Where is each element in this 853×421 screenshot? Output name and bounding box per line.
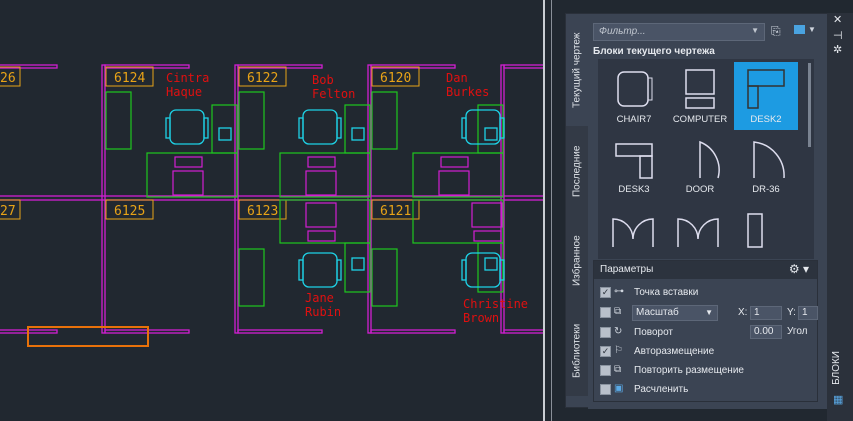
scrollbar[interactable] <box>808 63 811 147</box>
insertion-point-checkbox[interactable]: ✓ <box>600 286 611 298</box>
block-desk3[interactable]: DESK3 <box>602 132 666 200</box>
autoplace-label: Авторазмещение <box>634 345 715 357</box>
scale-icon: ⧉ <box>614 306 622 317</box>
y-scale-input[interactable]: 1 <box>798 306 818 320</box>
name-last: Felton <box>312 87 355 101</box>
tab-libraries[interactable]: Библиотеки <box>566 306 588 396</box>
repeat-label: Повторить размещение <box>634 364 744 376</box>
repeat-icon: ⧉ <box>614 364 622 375</box>
block-door[interactable]: DOOR <box>668 132 732 200</box>
explode-label: Расчленить <box>634 383 689 395</box>
walls <box>0 64 545 334</box>
gear-icon[interactable]: ⚙ ▾ <box>788 262 809 276</box>
name-last: Haque <box>166 85 202 99</box>
scale-mode-value: Масштаб <box>636 307 679 318</box>
block-label: CHAIR7 <box>616 114 652 125</box>
blocks-palette: Текущий чертеж Последние Избранное Библи… <box>565 13 828 409</box>
blocks-icon: ▦ <box>833 394 844 406</box>
block-label: DESK2 <box>750 114 782 125</box>
autoplace-icon: ⚐ <box>614 345 623 356</box>
desks <box>105 91 504 307</box>
viewport-divider <box>543 0 545 421</box>
autoplace-checkbox[interactable]: ✓ <box>600 345 611 357</box>
chair-icon <box>617 71 653 107</box>
room-label: 6124 <box>114 71 145 86</box>
block-computer[interactable]: COMPUTER <box>668 62 732 130</box>
drawing-canvas[interactable]: 26 6124 6122 6120 27 6125 6123 6121 Cint… <box>0 0 545 421</box>
room-label: 6123 <box>247 204 278 219</box>
door-icon <box>753 141 785 179</box>
desk-icon <box>615 143 653 179</box>
parameters-panel: Параметры⚙ ▾ ✓⊶Точка вставки ⧉ Масштаб▼ … <box>593 260 818 402</box>
viewport-divider <box>551 0 552 421</box>
employee-names: Cintra Haque Bob Felton Dan Burkes Jane … <box>166 71 528 325</box>
section-title: Блоки текущего чертежа <box>593 46 715 57</box>
room-label: 6125 <box>114 204 145 219</box>
scale-dropdown[interactable]: Масштаб ▼ <box>632 305 718 321</box>
angle-label: Угол <box>787 326 808 337</box>
chevron-down-icon[interactable]: ▼ <box>751 26 759 35</box>
name-first: Bob <box>312 73 334 87</box>
tab-current-drawing[interactable]: Текущий чертеж <box>566 14 588 126</box>
chevron-down-icon[interactable]: ▼ <box>808 25 816 34</box>
x-scale-input[interactable]: 1 <box>750 306 782 320</box>
name-last: Rubin <box>305 305 341 319</box>
palette-side-title: БЛОКИ <box>831 351 842 385</box>
desk-icon <box>747 69 785 109</box>
room-labels: 26 6124 6122 6120 27 6125 6123 6121 <box>0 66 420 220</box>
more-blocks-preview <box>612 213 763 248</box>
room-label: 6122 <box>247 71 278 86</box>
angle-input[interactable]: 0.00 <box>750 325 782 339</box>
filter-input[interactable]: Фильтр... ▼ <box>593 23 765 41</box>
chairs <box>165 109 505 288</box>
filter-placeholder: Фильтр... <box>599 26 646 37</box>
explode-checkbox[interactable] <box>600 383 611 395</box>
insertion-point-label: Точка вставки <box>634 286 699 298</box>
rotation-checkbox[interactable] <box>600 326 611 338</box>
x-label: X: <box>738 307 748 318</box>
tab-recent[interactable]: Последние <box>566 126 588 216</box>
room-label: 26 <box>0 71 16 86</box>
block-label: DR-36 <box>752 184 780 195</box>
block-label: DOOR <box>685 184 715 195</box>
tab-favorites[interactable]: Избранное <box>566 216 588 306</box>
room-label: 27 <box>0 204 16 219</box>
block-label: DESK3 <box>618 184 650 195</box>
name-first: Cintra <box>166 71 209 85</box>
name-last: Burkes <box>446 85 489 99</box>
name-first: Jane <box>305 291 334 305</box>
computers <box>172 156 503 242</box>
palette-control-strip: ✕ ⊣ ✲ БЛОКИ ▦ <box>827 13 853 421</box>
block-chair7[interactable]: CHAIR7 <box>602 62 666 130</box>
explode-icon: ▣ <box>614 383 624 394</box>
view-mode-icon[interactable] <box>794 25 805 34</box>
parameters-title: Параметры <box>600 264 654 275</box>
rotation-label: Поворот <box>634 326 673 338</box>
scale-checkbox[interactable] <box>600 306 611 318</box>
computer-icon <box>685 69 715 109</box>
name-first: Dan <box>446 71 468 85</box>
name-first: Christine <box>463 297 528 311</box>
room-label: 6121 <box>380 204 411 219</box>
settings-icon[interactable]: ✲ <box>833 44 843 56</box>
load-block-icon[interactable]: ⎘ <box>771 24 781 38</box>
y-label: Y: <box>787 307 796 318</box>
insertion-point-icon: ⊶ <box>614 286 624 297</box>
name-last: Brown <box>463 311 499 325</box>
pin-icon[interactable]: ⊣ <box>833 30 843 42</box>
door-icon <box>699 140 720 179</box>
chevron-down-icon: ▼ <box>705 308 713 317</box>
block-dr-36[interactable]: DR-36 <box>734 132 798 200</box>
autoplace-highlight <box>27 326 149 347</box>
repeat-checkbox[interactable] <box>600 364 611 376</box>
block-label: COMPUTER <box>672 114 728 125</box>
block-desk2[interactable]: DESK2 <box>734 62 798 130</box>
block-grid: CHAIR7 COMPUTER DESK2 DESK3 DOOR DR-36 <box>598 59 814 259</box>
rotate-icon: ↻ <box>614 326 623 337</box>
close-icon[interactable]: ✕ <box>833 14 843 26</box>
room-label: 6120 <box>380 71 411 86</box>
